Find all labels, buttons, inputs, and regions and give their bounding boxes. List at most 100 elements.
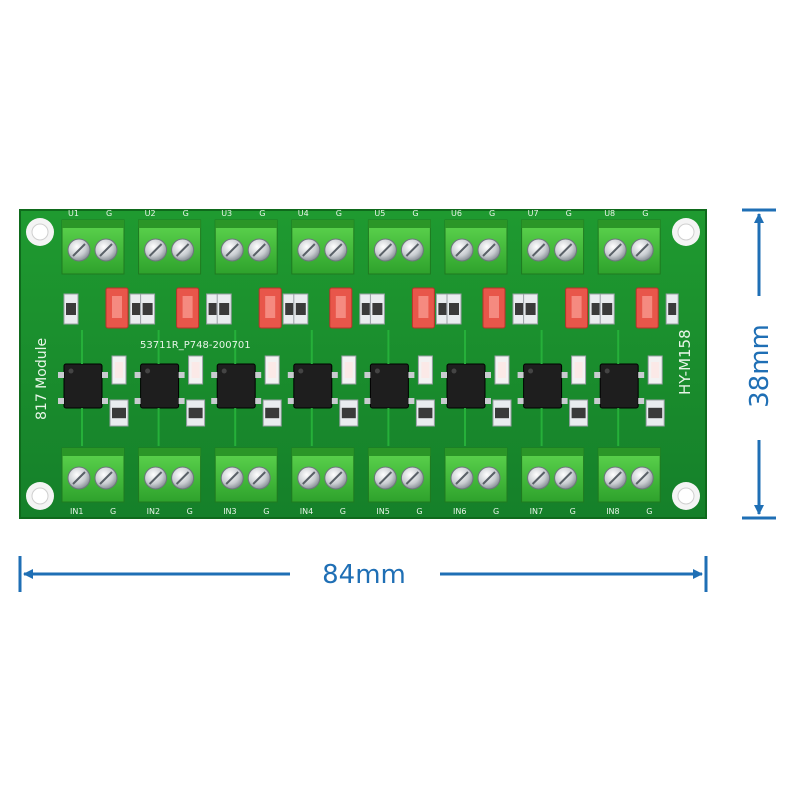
- screw-slot: [531, 471, 546, 485]
- input-label: IN8: [606, 507, 619, 516]
- chip-pin: [441, 372, 447, 378]
- resistor: [599, 293, 615, 325]
- resistor: [589, 293, 603, 325]
- led-icon: [494, 355, 510, 385]
- terminal-top: [215, 448, 278, 456]
- screw-slot: [302, 471, 316, 485]
- jumper-icon: [635, 287, 659, 329]
- chip-pin: [638, 398, 645, 404]
- chip-pin: [561, 372, 568, 378]
- smd-body: [418, 407, 433, 419]
- screw-slot: [558, 243, 573, 257]
- screw-slot: [482, 243, 496, 257]
- screw-slot: [558, 471, 573, 485]
- resistor: [446, 293, 462, 325]
- screw-slot: [608, 471, 622, 485]
- resistor: [339, 399, 359, 427]
- chip-pin: [178, 398, 185, 404]
- led-icon: [417, 355, 433, 385]
- resistor: [216, 293, 232, 325]
- chip-pin: [594, 398, 601, 404]
- ground-label: G: [412, 209, 418, 218]
- screw-slot: [482, 471, 496, 485]
- input-terminal-block: [291, 447, 355, 503]
- ground-label: G: [263, 507, 269, 516]
- smd-body: [265, 407, 280, 419]
- led-icon: [188, 355, 204, 385]
- pcb-code: 53711R_P748-200701: [140, 340, 251, 351]
- terminal-top: [445, 220, 507, 228]
- ground-label: G: [106, 209, 112, 218]
- smd-body: [132, 303, 140, 315]
- chip-pin: [364, 398, 371, 404]
- ground-label: G: [336, 209, 342, 218]
- jumper-icon: [176, 287, 200, 329]
- terminal-top: [62, 220, 124, 228]
- screw-slot: [225, 471, 239, 485]
- ground-label: G: [646, 507, 652, 516]
- terminal-top: [138, 220, 201, 228]
- input-label: IN2: [147, 507, 160, 516]
- input-label: IN5: [376, 507, 389, 516]
- input-label: IN3: [223, 507, 236, 516]
- resistor: [569, 399, 589, 427]
- smd-body: [66, 303, 76, 315]
- output-label: U1: [68, 209, 79, 218]
- smd-body: [341, 407, 356, 419]
- screw-slot: [378, 471, 393, 485]
- chip-pin: [517, 398, 524, 404]
- screw-slot: [531, 243, 546, 257]
- smd-body: [648, 407, 663, 419]
- terminal-top: [368, 220, 431, 228]
- led-icon: [264, 355, 280, 385]
- output-label: U8: [604, 209, 615, 218]
- smd-body: [295, 303, 306, 315]
- led-icon: [571, 355, 587, 385]
- chip-pin: [211, 372, 218, 378]
- output-label: U5: [374, 209, 385, 218]
- resistor: [665, 293, 679, 325]
- resistor: [186, 399, 206, 427]
- terminal-top: [521, 448, 584, 456]
- chip-pin: [178, 372, 185, 378]
- smd-body: [515, 303, 523, 315]
- chip-pin: [255, 372, 262, 378]
- chip-pin: [331, 398, 338, 404]
- screw-slot: [329, 243, 343, 257]
- screw-slot: [378, 243, 393, 257]
- ground-label: G: [489, 209, 495, 218]
- screw-slot: [329, 471, 343, 485]
- led-lens: [268, 362, 277, 378]
- output-terminal-block: [521, 219, 585, 275]
- resistor: [63, 293, 79, 325]
- output-terminal-block: [138, 219, 202, 275]
- smd-body: [188, 407, 203, 419]
- ground-label: G: [642, 209, 648, 218]
- smd-body: [668, 303, 677, 315]
- input-terminal-block: [597, 447, 661, 503]
- chip-pin: [485, 398, 491, 404]
- input-terminal-block: [444, 447, 508, 503]
- height-label: 38mm: [745, 324, 775, 408]
- mounting-hole: [26, 218, 54, 246]
- screw-slot: [608, 243, 622, 257]
- resistor: [140, 293, 156, 325]
- output-terminal-block: [597, 219, 661, 275]
- chip-pin: [408, 398, 415, 404]
- pin1-dot: [528, 368, 534, 374]
- resistor: [415, 399, 435, 427]
- chip-pin: [134, 398, 141, 404]
- resistor: [523, 293, 539, 325]
- chip-pin: [287, 372, 294, 378]
- smd-body: [142, 303, 153, 315]
- output-terminal-block: [61, 219, 125, 275]
- output-terminal-block: [291, 219, 355, 275]
- terminal-top: [291, 220, 354, 228]
- chip-pin: [331, 372, 338, 378]
- jumper-window: [571, 296, 582, 318]
- ground-label: G: [566, 209, 572, 218]
- chip-pin: [58, 372, 64, 378]
- screw-slot: [148, 471, 163, 485]
- screw-slot: [252, 243, 266, 257]
